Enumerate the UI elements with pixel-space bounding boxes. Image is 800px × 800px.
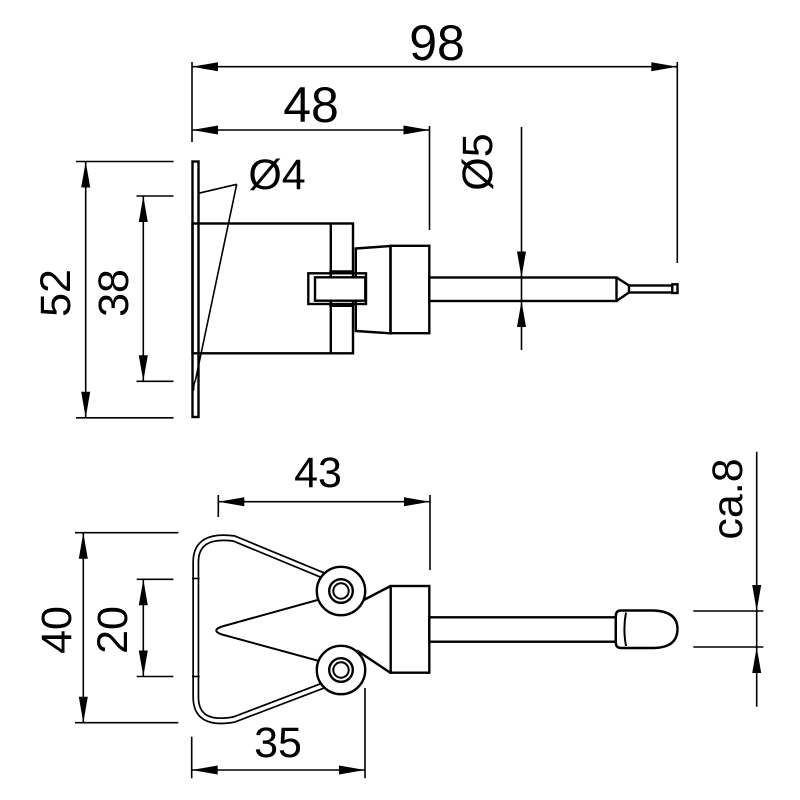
dim-clip-height: 40 (33, 531, 179, 724)
dim-tip-diameter: ca.8 (693, 451, 764, 707)
dim-tube-diameter: Ø5 (454, 127, 526, 350)
dim-base-width: 35 (190, 688, 366, 779)
dim-hole-diameter-label: Ø4 (248, 151, 305, 199)
flange-plate (191, 160, 200, 419)
connector-housing (389, 244, 431, 335)
dim-hole-spacing: 38 (90, 195, 174, 383)
tip-cap-crimp (623, 612, 627, 647)
tip-taper-bottom (615, 291, 630, 302)
dim-overall-length: 98 (191, 15, 679, 263)
dim-body-length-label: 48 (283, 77, 339, 133)
dim-clip-width-label: 43 (294, 449, 342, 497)
tip-cap (614, 609, 679, 650)
coil-eyelet-lower (315, 644, 367, 696)
dim-body-length: 48 (192, 77, 431, 230)
dim-hole-spacing-label: 38 (90, 269, 138, 317)
clip-inner (313, 276, 367, 302)
side-view (191, 160, 679, 419)
dim-tip-diameter-label: ca.8 (704, 458, 752, 539)
dim-flange-height: 52 (32, 160, 174, 419)
dim-clip-width: 43 (217, 449, 431, 570)
tip-end-cap (671, 283, 679, 295)
dim-overall-length-label: 98 (409, 15, 465, 71)
tip-taper-top (615, 276, 630, 287)
dim-inner-spacing-label: 20 (89, 606, 137, 654)
coil-eyelet-upper (315, 565, 367, 617)
dim-base-width-label: 35 (254, 719, 302, 767)
dim-clip-height-label: 40 (33, 606, 81, 654)
dim-flange-height-label: 52 (32, 269, 80, 317)
side-view-dimensions: 98 48 Ø4 Ø5 52 (32, 15, 679, 419)
dim-inner-spacing: 20 (89, 578, 174, 678)
front-view-dimensions: 43 40 20 35 (33, 449, 764, 779)
front-view (192, 534, 679, 725)
collar (389, 584, 431, 674)
probe-tip (627, 284, 674, 294)
cone-adapter-bottom (356, 649, 392, 674)
dim-tube-diameter-label: Ø5 (454, 133, 502, 190)
hole-leader (192, 183, 238, 391)
probe-tube (428, 276, 618, 303)
cone-adapter-fill (357, 586, 391, 673)
wire-bow-inner (194, 535, 327, 723)
fork-prongs (215, 595, 333, 666)
probe-tube-front (428, 616, 617, 643)
